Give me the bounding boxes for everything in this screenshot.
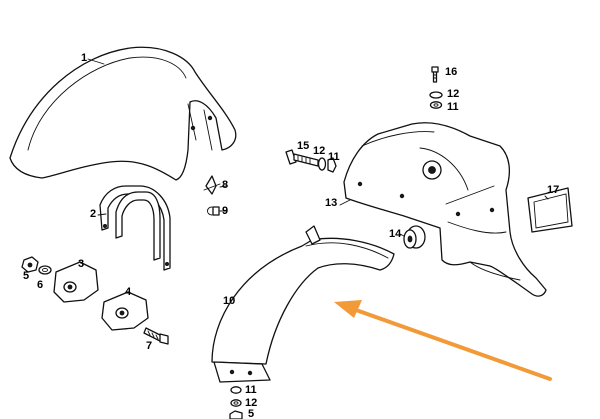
part-front-fender — [9, 46, 237, 181]
label-part-11-top: 11 — [447, 101, 459, 113]
label-part-3: 3 — [78, 258, 85, 270]
label-part-12-mid: 12 — [313, 145, 326, 157]
part-washer-bottom-12 — [230, 399, 242, 407]
part-grommet — [403, 225, 426, 249]
label-part-4: 4 — [125, 286, 132, 298]
label-part-8: 8 — [222, 179, 229, 191]
part-nut-top-11 — [429, 101, 443, 109]
part-small-clip — [207, 206, 220, 216]
part-clip — [203, 175, 221, 195]
part-bolt-16 — [431, 66, 439, 83]
label-part-14: 14 — [389, 228, 402, 240]
label-part-12-top: 12 — [447, 88, 460, 100]
label-part-9: 9 — [222, 205, 229, 217]
part-rear-frame — [343, 122, 547, 297]
part-washer-bottom-11 — [230, 386, 242, 394]
part-bracket — [99, 185, 171, 271]
label-part-2: 2 — [90, 208, 97, 220]
label-part-10: 10 — [223, 295, 236, 307]
part-nut-left — [21, 256, 39, 273]
part-washer-left — [38, 265, 52, 275]
label-part-17: 17 — [547, 184, 560, 196]
label-part-5: 5 — [23, 270, 30, 282]
label-part-15: 15 — [297, 140, 310, 152]
part-clamp-lower — [101, 291, 149, 331]
part-reflector — [527, 187, 573, 233]
label-part-7: 7 — [146, 340, 153, 352]
label-part-5-bottom: 5 — [248, 408, 255, 419]
part-nut-bottom-5 — [229, 410, 243, 419]
part-bolt-7 — [143, 327, 169, 345]
part-nut-mid-11 — [327, 157, 337, 173]
label-part-13: 13 — [325, 197, 338, 209]
part-bolt-15 — [285, 149, 319, 167]
label-part-11-bottom: 11 — [245, 384, 257, 396]
label-part-1: 1 — [81, 52, 88, 64]
label-part-12-bottom: 12 — [245, 397, 258, 409]
leader-lines — [87, 58, 549, 237]
orange-arrow — [334, 300, 552, 381]
part-rear-mudguard — [211, 225, 395, 383]
part-washer-top-12 — [429, 91, 443, 99]
part-clamp-upper — [53, 261, 99, 303]
part-washer-mid-12 — [317, 157, 327, 171]
label-part-11-mid: 11 — [328, 151, 340, 163]
label-part-16: 16 — [445, 66, 458, 78]
label-part-6: 6 — [37, 279, 44, 291]
